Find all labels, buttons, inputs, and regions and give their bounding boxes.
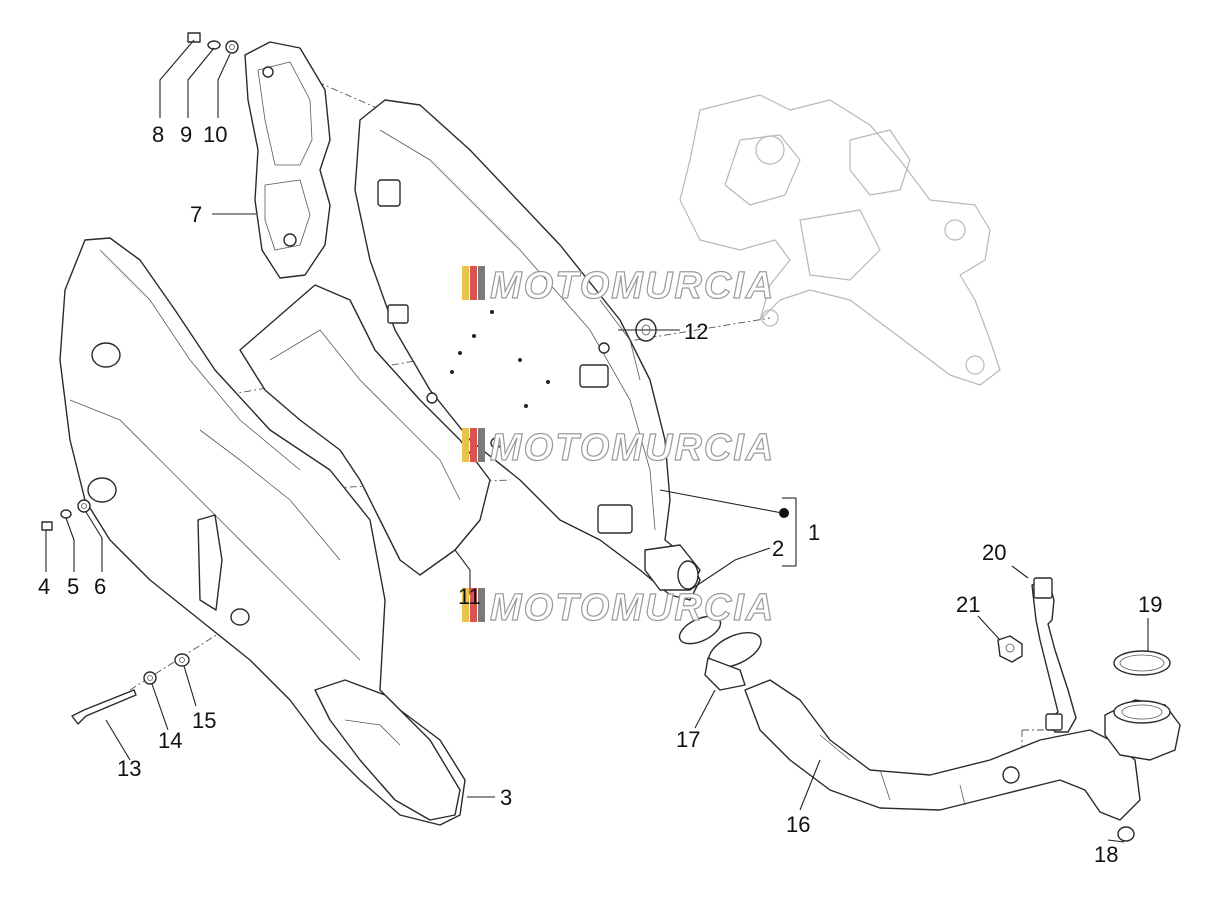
exhaust-pipe	[744, 679, 1181, 821]
watermark-text: MOTOMURCIA	[490, 265, 775, 307]
exhaust-clamp	[678, 615, 762, 691]
watermark-middle: MOTOMURCIA	[462, 426, 775, 470]
callout-20: 20	[982, 540, 1006, 565]
watermark-text: MOTOMURCIA	[490, 587, 775, 629]
nut-bottom	[1117, 826, 1135, 842]
sensor-clip	[997, 635, 1023, 663]
watermark-top: MOTOMURCIA	[462, 264, 775, 308]
bolt-set-bottom	[71, 653, 190, 725]
callout-7: 7	[190, 202, 202, 227]
watermark-bottom: MOTOMURCIA	[462, 586, 775, 630]
lambda-sensor	[1031, 577, 1077, 733]
heat-shield	[59, 237, 466, 826]
callout-3: 3	[500, 785, 512, 810]
top-heat-guard	[244, 41, 331, 279]
callout-12: 12	[684, 319, 708, 344]
group-bracket-1-2	[779, 497, 797, 567]
leader-lines	[45, 39, 1149, 843]
callout-19: 19	[1138, 592, 1162, 617]
callout-10: 10	[203, 122, 227, 147]
callout-8: 8	[152, 122, 164, 147]
callout-2: 2	[772, 536, 784, 561]
callout-labels: 1 2 3 4 5 6 7 8 9 10 11 12 13 14 15 16 1…	[38, 122, 1162, 867]
callout-11: 11	[458, 584, 481, 609]
callout-4: 4	[38, 574, 50, 599]
bolt-set-top	[187, 32, 239, 54]
callout-5: 5	[67, 574, 79, 599]
muffler-body	[354, 99, 701, 601]
callout-14: 14	[158, 728, 182, 753]
callout-13: 13	[117, 756, 141, 781]
callout-1: 1	[808, 520, 820, 545]
watermark-text: MOTOMURCIA	[490, 427, 775, 469]
callout-17: 17	[676, 727, 700, 752]
callout-15: 15	[192, 708, 216, 733]
callout-9: 9	[180, 122, 192, 147]
gasket-ring	[1113, 650, 1171, 676]
callout-6: 6	[94, 574, 106, 599]
callout-21: 21	[956, 592, 980, 617]
callout-18: 18	[1094, 842, 1118, 867]
engine-bracket-ghost	[679, 94, 1001, 386]
bolt-set-left	[41, 499, 91, 531]
callout-16: 16	[786, 812, 810, 837]
